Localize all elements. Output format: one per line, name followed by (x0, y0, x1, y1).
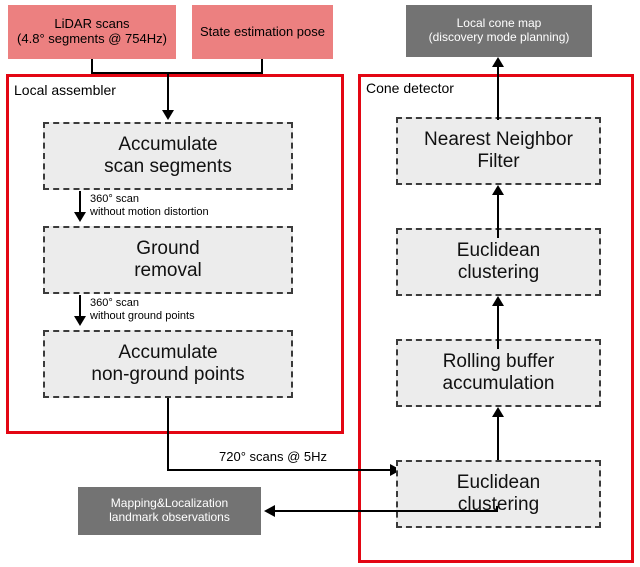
group-cone-detector (358, 74, 634, 563)
connector-720-across (167, 469, 395, 471)
arrowhead-into-rolling-buffer-accumulation (492, 407, 504, 417)
edge-label-360-no-ground-points: 360° scan without ground points (90, 297, 195, 322)
process-box-euclidean-clustering-lower: Euclidean clustering (396, 460, 601, 528)
arrowhead-into-euclidean-clustering-upper (492, 296, 504, 306)
sink-label-local-cone-map: Local cone map (discovery mode planning) (428, 16, 570, 44)
process-label-rolling-buffer-accumulation: Rolling buffer accumulation (442, 351, 555, 394)
process-box-rolling-buffer-accumulation: Rolling buffer accumulation (396, 339, 601, 407)
connector-scan-to-ground (79, 191, 81, 217)
process-label-ground-removal: Ground removal (134, 238, 202, 281)
sink-label-mapping-localization: Mapping&Localization landmark observatio… (109, 496, 230, 524)
connector-rolling-buffer-to-cluster (497, 306, 499, 349)
connector-landmark-down-stub (496, 506, 498, 512)
connector-input-join (91, 72, 263, 74)
process-box-nearest-neighbor-filter: Nearest Neighbor Filter (396, 117, 601, 185)
arrowhead-into-nearest-neighbor-filter (492, 185, 504, 195)
arrowhead-into-euclidean-clustering-lower (390, 464, 401, 476)
process-box-ground-removal: Ground removal (43, 226, 293, 294)
input-box-state-estimation-pose: State estimation pose (192, 5, 333, 59)
connector-pose-down (261, 59, 263, 73)
connector-ground-to-nonground (79, 295, 81, 321)
process-box-euclidean-clustering-upper: Euclidean clustering (396, 228, 601, 296)
input-box-lidar-scans: LiDAR scans (4.8° segments @ 754Hz) (8, 5, 176, 59)
group-label-local-assembler: Local assembler (14, 82, 116, 98)
process-label-accumulate-non-ground-points: Accumulate non-ground points (91, 342, 245, 385)
connector-lower-cluster-to-rolling-buffer (497, 417, 499, 460)
process-label-euclidean-clustering-upper: Euclidean clustering (456, 240, 541, 283)
process-label-euclidean-clustering-lower: Euclidean clustering (456, 472, 541, 515)
process-box-accumulate-non-ground-points: Accumulate non-ground points (43, 330, 293, 398)
connector-landmark-across (275, 510, 497, 512)
arrowhead-into-local-cone-map (492, 57, 504, 67)
input-label-lidar-scans: LiDAR scans (4.8° segments @ 754Hz) (17, 16, 167, 46)
connector-lidar-down (91, 59, 93, 73)
group-local-assembler (6, 74, 344, 434)
arrowhead-into-accumulate-non-ground-points (74, 316, 86, 326)
connector-720-down (167, 398, 169, 471)
group-label-cone-detector: Cone detector (366, 80, 454, 96)
edge-label-720-scans-5hz: 720° scans @ 5Hz (219, 449, 327, 464)
connector-nn-filter-to-local-cone-map (497, 67, 499, 120)
connector-cluster-to-nn-filter (497, 195, 499, 238)
arrowhead-into-accumulate-scan-segments (162, 110, 174, 120)
connector-input-merge-down (167, 72, 169, 112)
edge-label-360-no-motion-distortion: 360° scan without motion distortion (90, 193, 209, 218)
arrowhead-into-mapping-localization (264, 505, 275, 517)
process-label-accumulate-scan-segments: Accumulate scan segments (104, 134, 232, 177)
input-label-state-estimation-pose: State estimation pose (199, 23, 326, 39)
sink-box-mapping-localization: Mapping&Localization landmark observatio… (78, 487, 261, 535)
arrowhead-into-ground-removal (74, 212, 86, 222)
process-box-accumulate-scan-segments: Accumulate scan segments (43, 122, 293, 190)
sink-box-local-cone-map: Local cone map (discovery mode planning) (406, 5, 592, 57)
process-label-nearest-neighbor-filter: Nearest Neighbor Filter (424, 129, 573, 172)
